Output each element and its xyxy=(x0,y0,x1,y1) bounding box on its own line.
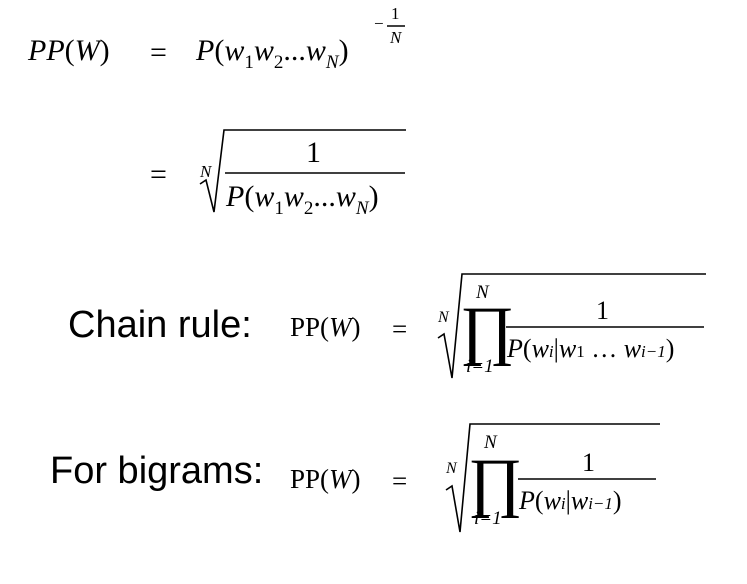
chain-product-symbol: ∏ xyxy=(460,294,515,367)
chain-equals: = xyxy=(392,314,408,344)
formula1-rhs: P(w1w2...wN) xyxy=(196,34,349,73)
bigram-product-upper: N xyxy=(484,432,497,453)
exponent-numerator: 1 xyxy=(391,4,400,23)
chain-denominator: P(wi|w1 … wi−1) xyxy=(507,334,675,363)
root-index: N xyxy=(200,162,212,181)
bigram-numerator: 1 xyxy=(582,448,595,477)
w-symbol: W xyxy=(74,34,100,67)
bigram-product-symbol: ∏ xyxy=(468,446,523,519)
chain-radical-sign xyxy=(437,273,706,379)
fraction-bar xyxy=(225,172,405,174)
bigram-root-index: N xyxy=(446,460,457,477)
chain-lhs: PP(W) xyxy=(290,312,361,342)
exponent-denominator: N xyxy=(390,28,402,47)
exponent-minus: − xyxy=(374,14,384,33)
bigram-denominator: P(wi|wi−1) xyxy=(519,486,622,515)
bigram-lhs: PP(W) xyxy=(290,464,361,494)
formula1-equals: = xyxy=(150,36,167,69)
exponent-fraction-bar xyxy=(387,25,405,27)
chain-numerator: 1 xyxy=(596,296,609,325)
bigram-radical-sign xyxy=(445,423,660,533)
chain-product-upper: N xyxy=(476,282,489,303)
chain-fraction-bar xyxy=(506,326,704,328)
fraction-numerator: 1 xyxy=(306,136,321,169)
chain-rule-label: Chain rule: xyxy=(68,304,252,346)
chain-product-lower: i=1 xyxy=(466,356,494,377)
radical-sign xyxy=(199,129,406,213)
p-symbol: P xyxy=(196,34,215,67)
pp-symbol: PP xyxy=(28,34,65,67)
chain-root-index: N xyxy=(438,309,449,326)
formula2-equals: = xyxy=(150,158,167,191)
bigram-fraction-bar xyxy=(518,478,656,480)
formula1-lhs: PP(W) xyxy=(28,34,110,67)
bigram-label: For bigrams: xyxy=(50,450,264,492)
bigram-product-lower: i=1 xyxy=(474,508,502,529)
bigram-equals: = xyxy=(392,466,408,496)
fraction-denominator: P(w1w2...wN) xyxy=(226,180,379,219)
